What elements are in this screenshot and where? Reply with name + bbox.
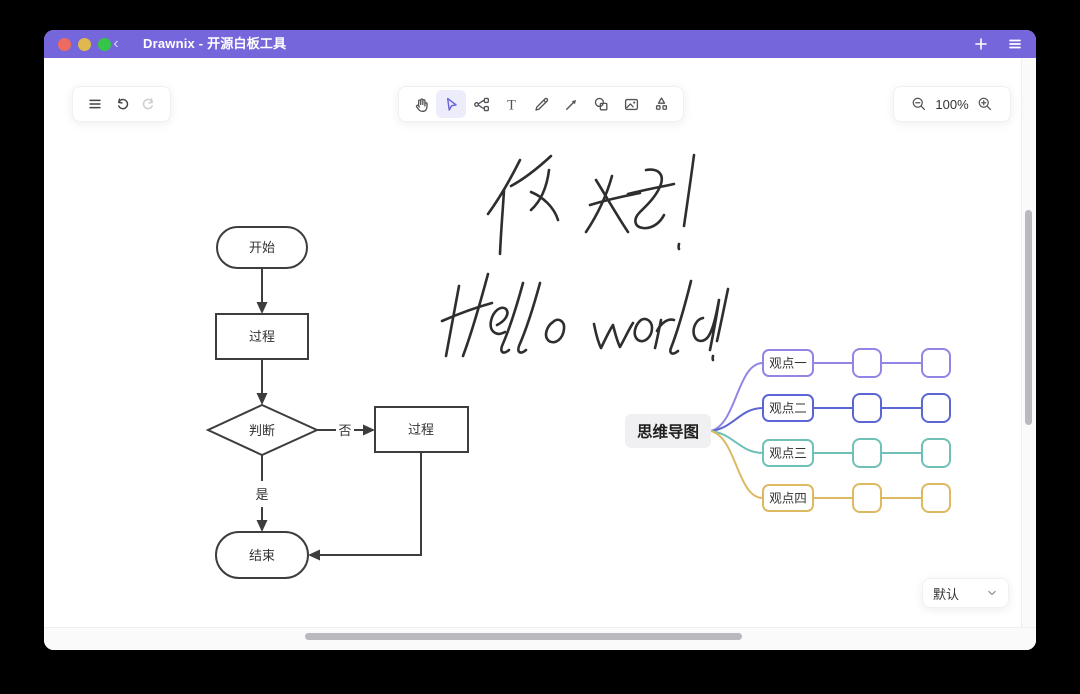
arrow-tool[interactable] <box>556 90 586 118</box>
mindmap-topic-node[interactable] <box>762 439 814 467</box>
window-title: Drawnix - 开源白板工具 <box>143 36 287 51</box>
extra-shapes-tool[interactable] <box>646 90 676 118</box>
text-tool[interactable]: T <box>496 90 526 118</box>
mindmap-empty-node[interactable] <box>852 393 882 423</box>
undo-icon[interactable] <box>108 90 135 118</box>
mindmap[interactable]: 观点一 观点二 观点三 <box>625 348 951 513</box>
mindmap-topic-node[interactable] <box>762 394 814 422</box>
drawing-toolbar: T <box>398 86 684 122</box>
arrowhead-icon <box>256 393 268 405</box>
flowchart-yes-label: 是 <box>255 487 268 502</box>
whiteboard-canvas[interactable]: 开始 过程 判断 否 过程 <box>44 58 1036 650</box>
zoom-level[interactable]: 100% <box>935 96 969 112</box>
title-bar: ‹ Drawnix - 开源白板工具 <box>44 30 1036 58</box>
mindmap-branch[interactable]: 观点四 <box>762 483 951 513</box>
flowchart-end-label: 结束 <box>249 548 275 563</box>
flowchart-start-label: 开始 <box>249 240 275 255</box>
mindmap-topic-label: 观点二 <box>769 402 807 416</box>
mindmap-branch[interactable]: 观点二 <box>762 393 951 423</box>
mindmap-root-label: 思维导图 <box>637 422 699 441</box>
flowchart-process2-node[interactable] <box>374 406 469 453</box>
arrowhead-icon <box>363 424 375 436</box>
hand-tool[interactable] <box>406 90 436 118</box>
zoom-controls: 100% <box>893 86 1011 122</box>
app-menu-icon[interactable] <box>81 90 108 118</box>
zoom-window-button[interactable] <box>98 37 111 51</box>
horizontal-scrollbar-thumb[interactable] <box>305 633 742 640</box>
svg-text:T: T <box>507 97 516 113</box>
chevron-down-icon <box>988 590 996 596</box>
mindmap-topic-node[interactable] <box>762 484 814 512</box>
handwriting-nihao[interactable] <box>486 153 696 256</box>
mindmap-topic-label: 观点一 <box>769 357 807 371</box>
shape-tool[interactable] <box>586 90 616 118</box>
selection-tool[interactable] <box>436 90 466 118</box>
pencil-tool[interactable] <box>526 90 556 118</box>
back-chevron-icon[interactable]: ‹ <box>113 35 119 52</box>
arrowhead-icon <box>256 520 268 532</box>
mindmap-empty-node[interactable] <box>921 438 951 468</box>
mindmap-topic-node[interactable] <box>762 349 814 377</box>
new-tab-icon[interactable] <box>972 35 990 53</box>
mindmap-branch-link <box>710 407 764 432</box>
mindmap-branch-link <box>710 430 764 499</box>
mindmap-root-node[interactable] <box>625 414 711 448</box>
mind-tool[interactable] <box>466 90 496 118</box>
mindmap-empty-node[interactable] <box>852 438 882 468</box>
mindmap-branch[interactable]: 观点一 <box>762 348 951 378</box>
mindmap-topic-label: 观点四 <box>769 492 807 506</box>
mindmap-empty-node[interactable] <box>921 348 951 378</box>
redo-icon[interactable] <box>135 90 162 118</box>
theme-selector-value: 默认 <box>933 586 960 602</box>
handwriting-hello-world[interactable] <box>440 272 730 362</box>
mindmap-empty-node[interactable] <box>852 348 882 378</box>
traffic-lights <box>58 37 111 51</box>
mindmap-empty-node[interactable] <box>921 393 951 423</box>
flowchart-decision-label: 判断 <box>249 423 275 438</box>
mindmap-empty-node[interactable] <box>921 483 951 513</box>
flowchart-edge[interactable] <box>320 452 422 556</box>
flowchart-no-label: 否 <box>338 423 351 438</box>
mindmap-branch-link <box>710 430 764 454</box>
theme-selector[interactable]: 默认 <box>922 578 1009 608</box>
flowchart-process-label: 过程 <box>249 329 275 344</box>
mindmap-branch[interactable]: 观点三 <box>762 438 951 468</box>
mindmap-topic-label: 观点三 <box>769 447 807 461</box>
minimize-window-button[interactable] <box>78 37 91 51</box>
zoom-in-icon[interactable] <box>970 90 1000 118</box>
mindmap-empty-node[interactable] <box>852 483 882 513</box>
vertical-scrollbar-thumb[interactable] <box>1025 210 1032 425</box>
app-window: ‹ Drawnix - 开源白板工具 开始 过程 <box>44 30 1036 650</box>
zoom-out-icon[interactable] <box>904 90 934 118</box>
flowchart[interactable]: 开始 过程 判断 否 过程 <box>205 226 469 579</box>
arrowhead-icon <box>256 302 268 314</box>
canvas-drawing-layer: 开始 过程 判断 否 过程 <box>205 153 951 579</box>
app-menu-toolbar <box>72 86 171 122</box>
menu-icon[interactable] <box>1006 35 1024 53</box>
flowchart-process2-label: 过程 <box>408 422 434 437</box>
image-tool[interactable] <box>616 90 646 118</box>
mindmap-branch-link <box>710 362 764 432</box>
close-window-button[interactable] <box>58 37 71 51</box>
arrowhead-icon <box>308 549 320 561</box>
